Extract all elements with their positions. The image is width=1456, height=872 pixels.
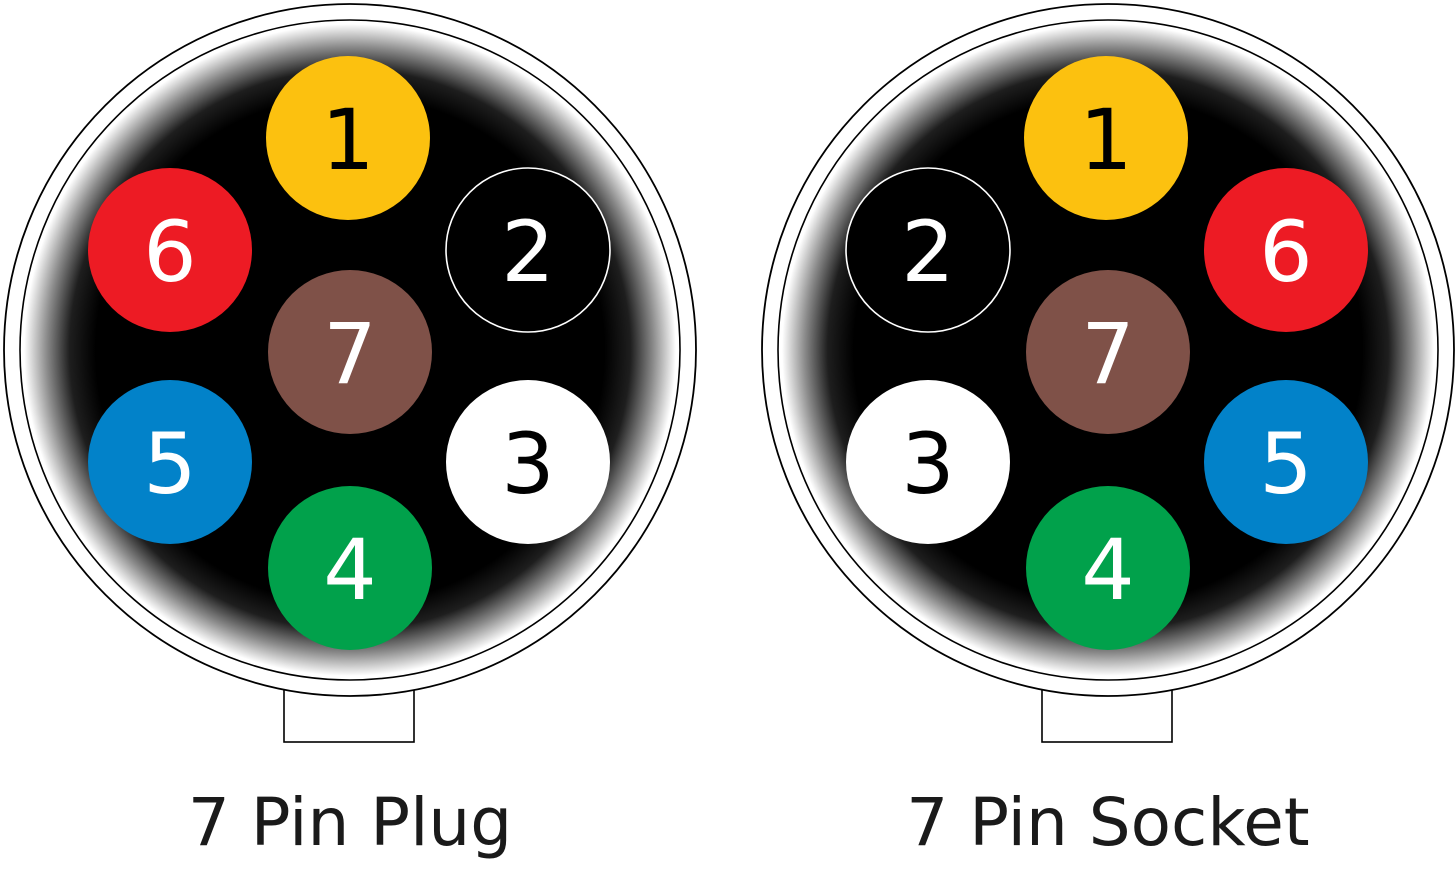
socket-pin-4-label: 4 bbox=[1081, 521, 1134, 619]
plug-pin-2: 2 bbox=[445, 167, 611, 333]
socket-label: 7 Pin Socket bbox=[906, 784, 1309, 861]
socket-pin-4-circle bbox=[1026, 486, 1190, 650]
plug-pin-6-circle bbox=[88, 168, 252, 332]
plug-pin-3: 3 bbox=[446, 380, 610, 544]
socket-pin-6: 6 bbox=[1204, 168, 1368, 332]
plug-pin-4: 4 bbox=[268, 486, 432, 650]
socket-pin-5-label: 5 bbox=[1259, 415, 1312, 513]
plug-pin-5: 5 bbox=[88, 380, 252, 544]
plug-pin-1-label: 1 bbox=[321, 91, 374, 189]
plug-pin-5-circle bbox=[88, 380, 252, 544]
socket-pin-2: 2 bbox=[845, 167, 1011, 333]
plug-pin-7: 7 bbox=[268, 270, 432, 434]
plug-pin-6: 6 bbox=[88, 168, 252, 332]
socket-pin-4: 4 bbox=[1026, 486, 1190, 650]
plug-pin-4-label: 4 bbox=[323, 521, 376, 619]
socket-pin-6-circle bbox=[1204, 168, 1368, 332]
plug-pin-4-circle bbox=[268, 486, 432, 650]
socket-pin-5-circle bbox=[1204, 380, 1368, 544]
plug-label: 7 Pin Plug bbox=[188, 784, 512, 861]
socket-pin-6-label: 6 bbox=[1259, 203, 1312, 301]
socket-pin-2-label: 2 bbox=[901, 203, 954, 301]
plug-pin-1-circle bbox=[266, 56, 430, 220]
socket-pin-7-label: 7 bbox=[1081, 305, 1134, 403]
plug-pin-6-label: 6 bbox=[143, 203, 196, 301]
plug-pin-7-label: 7 bbox=[323, 305, 376, 403]
plug-pin-7-circle bbox=[268, 270, 432, 434]
socket-pin-3: 3 bbox=[846, 380, 1010, 544]
socket-pin-1-label: 1 bbox=[1079, 91, 1132, 189]
plug-pin-3-circle bbox=[446, 380, 610, 544]
plug-pin-2-label: 2 bbox=[501, 203, 554, 301]
socket-pin-2-circle bbox=[845, 167, 1011, 333]
plug-pin-1: 1 bbox=[266, 56, 430, 220]
plug-pin-3-label: 3 bbox=[501, 415, 554, 513]
socket-pin-3-label: 3 bbox=[901, 415, 954, 513]
socket-connector: 1 2 3 4 5 6 7 7 Pin Socket bbox=[761, 3, 1455, 861]
socket-pin-7-circle bbox=[1026, 270, 1190, 434]
socket-pin-3-circle bbox=[846, 380, 1010, 544]
socket-pin-5: 5 bbox=[1204, 380, 1368, 544]
socket-pin-1-circle bbox=[1024, 56, 1188, 220]
plug-pin-5-label: 5 bbox=[143, 415, 196, 513]
socket-pin-1: 1 bbox=[1024, 56, 1188, 220]
socket-pin-7: 7 bbox=[1026, 270, 1190, 434]
plug-connector: 1 2 3 4 5 6 7 7 Pin Plug bbox=[3, 3, 697, 861]
plug-pin-2-circle bbox=[445, 167, 611, 333]
